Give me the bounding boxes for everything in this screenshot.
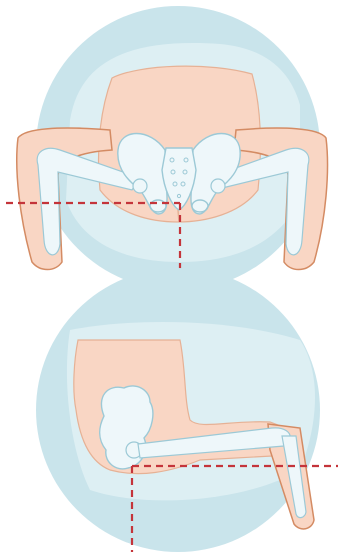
top-left-femoral-head [133,179,147,193]
top-right-femoral-head [211,179,225,193]
bottom-panel [36,268,338,552]
top-panel [6,6,328,290]
